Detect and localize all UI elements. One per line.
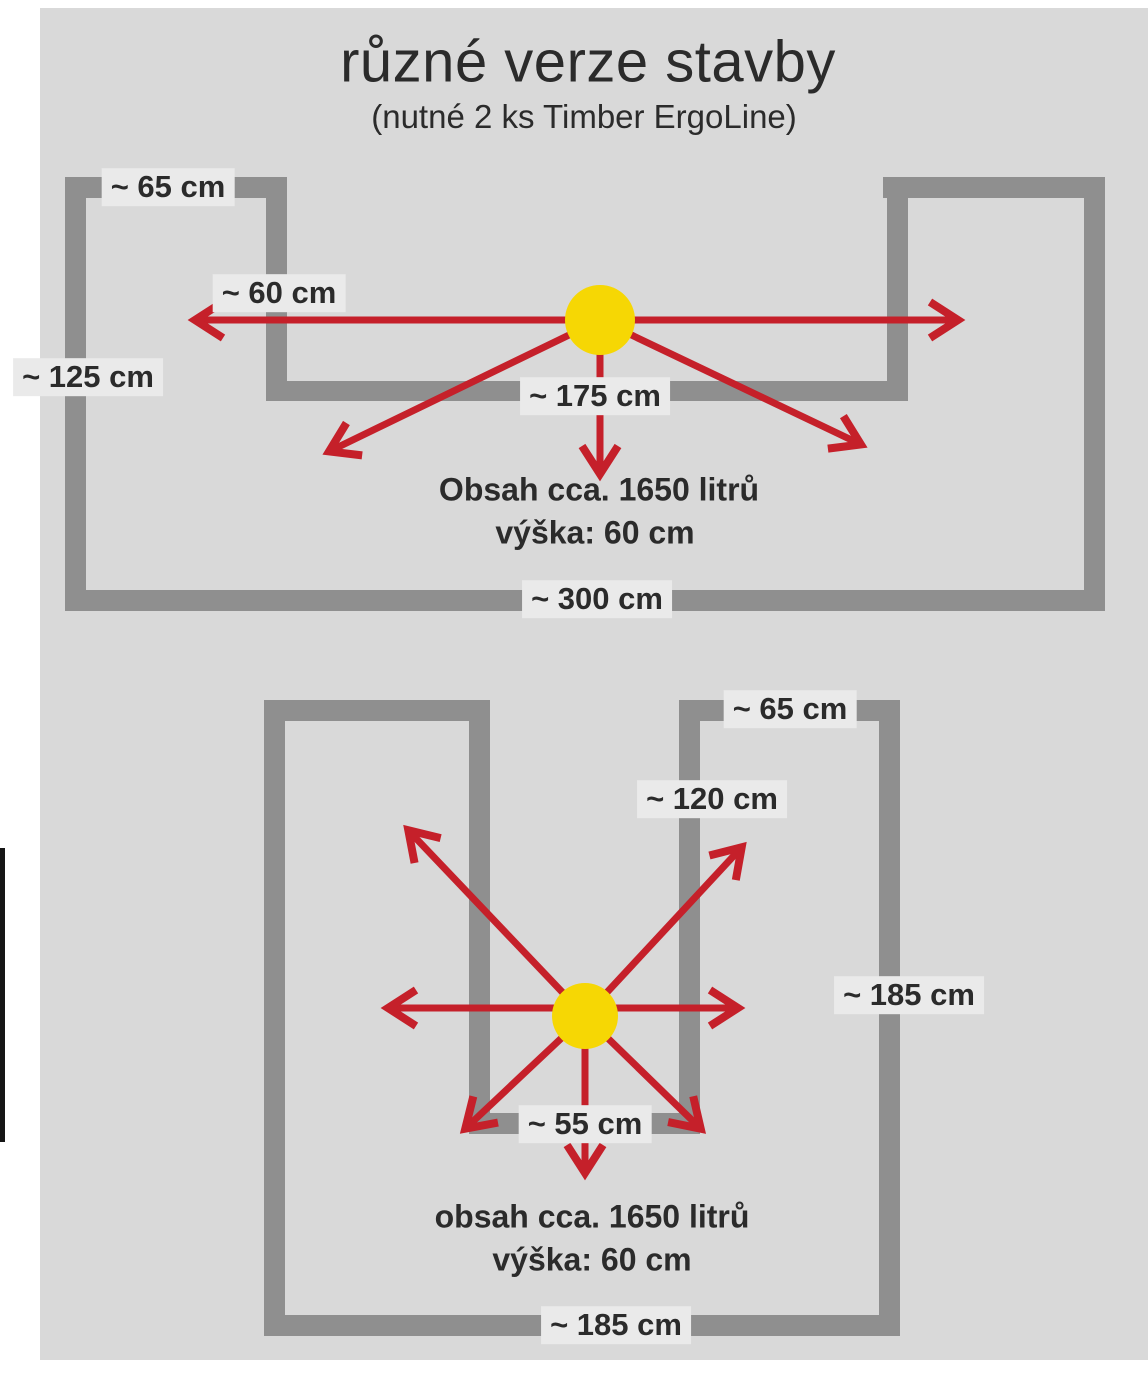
dim-top-inner-width: ~ 175 cm bbox=[520, 377, 670, 415]
wall-bot-outer-left bbox=[264, 700, 285, 1336]
dim-top-side-left: ~ 125 cm bbox=[13, 358, 163, 396]
wall-top-inner-right bbox=[887, 177, 908, 401]
arrow-bot-up-right bbox=[582, 841, 747, 1019]
dim-bot-outer-width: ~ 185 cm bbox=[541, 1306, 691, 1344]
wall-bot-inner-left bbox=[469, 700, 490, 1134]
arrow-top-down-left bbox=[322, 316, 602, 460]
dim-bot-inner-width: ~ 55 cm bbox=[518, 1105, 652, 1143]
bottom-diagram-arrows bbox=[380, 824, 747, 1181]
page-edge-mark bbox=[0, 848, 5, 1142]
wall-top-outer-right bbox=[1084, 177, 1105, 611]
bottom-volume-caption: obsah cca. 1650 litrů bbox=[434, 1198, 750, 1235]
dim-bot-inner-length: ~ 120 cm bbox=[637, 780, 787, 818]
dim-top-outer-width: ~ 300 cm bbox=[522, 580, 672, 618]
top-volume-caption: Obsah cca. 1650 litrů bbox=[438, 471, 760, 508]
bottom-height-caption: výška: 60 cm bbox=[492, 1241, 692, 1278]
wall-bot-outer-right bbox=[879, 700, 900, 1336]
wall-bot-cap-left bbox=[264, 700, 490, 721]
page-title: různé verze stavby bbox=[340, 29, 836, 95]
top-height-caption: výška: 60 cm bbox=[495, 514, 695, 551]
page-subtitle: (nutné 2 ks Timber ErgoLine) bbox=[371, 98, 797, 135]
top-center-hub bbox=[565, 285, 635, 355]
wall-top-cap-right bbox=[883, 177, 1105, 198]
dim-top-cap-left: ~ 65 cm bbox=[101, 168, 235, 206]
wall-bot-inner-right bbox=[679, 700, 700, 1134]
dim-bot-cap-right: ~ 65 cm bbox=[723, 690, 857, 728]
dim-top-arrow-left: ~ 60 cm bbox=[212, 274, 346, 312]
dim-bot-side-right: ~ 185 cm bbox=[834, 976, 984, 1014]
arrow-bot-up-left bbox=[403, 824, 588, 1019]
arrow-top-down-right bbox=[598, 316, 868, 453]
bottom-center-hub bbox=[552, 983, 618, 1049]
